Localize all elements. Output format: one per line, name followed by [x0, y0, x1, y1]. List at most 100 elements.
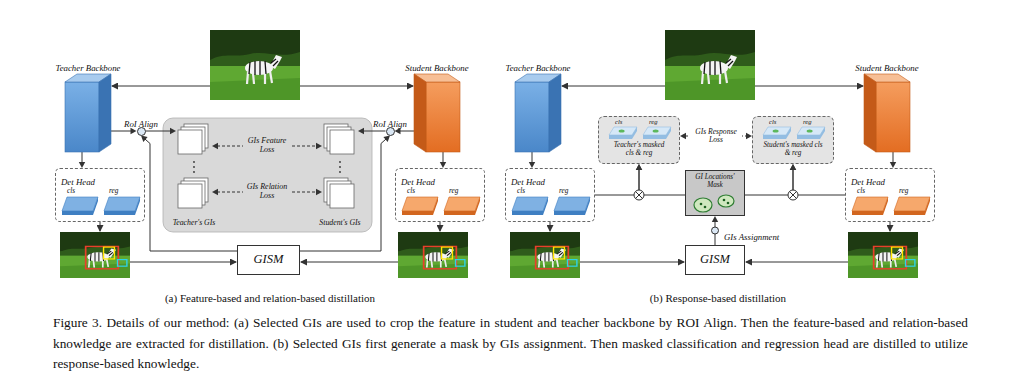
masked-head-label: Student's masked cls & reg	[753, 142, 833, 158]
dethead-node: Det Headclsreg	[395, 168, 485, 222]
arrow-head	[316, 143, 322, 149]
multiply-symbol	[634, 190, 644, 200]
mask-dot	[653, 129, 659, 132]
mask-dot	[807, 129, 813, 132]
slab-side	[475, 197, 480, 215]
connector	[146, 128, 177, 134]
image-arrows	[100, 86, 890, 262]
slab-node: reg	[894, 187, 930, 215]
text-anchor: Figure 3. Details of our method: (a) Sel…	[53, 313, 968, 375]
slab-label: cls	[62, 187, 98, 194]
slab-label: reg	[444, 187, 480, 194]
ellipsis-dot	[339, 161, 341, 163]
edge-label: GIs Feature Loss	[243, 136, 291, 156]
slab-label: reg	[797, 119, 825, 126]
slab-label: reg	[643, 119, 671, 126]
connector-line	[400, 131, 415, 132]
slab-label: cls	[609, 119, 637, 126]
slab-node: reg	[797, 119, 825, 139]
slab-front	[104, 211, 135, 215]
connector-line	[363, 131, 386, 132]
arrow-head	[212, 189, 218, 195]
slab-node: cls	[763, 119, 791, 139]
connector	[745, 164, 796, 195]
slab-label: cls	[852, 187, 888, 194]
head-slab	[554, 197, 590, 215]
masked-node: Teacher's masked cls & regclsreg	[598, 116, 680, 164]
connector-line	[145, 139, 237, 251]
slab-top	[894, 197, 930, 211]
masked-node: Student's masked cls & reg clsreg	[752, 116, 834, 164]
gi-dot	[723, 199, 726, 202]
multiply-cross	[636, 192, 643, 199]
slab-side	[543, 197, 548, 215]
slab-label: reg	[894, 187, 930, 194]
gi-feature-stack	[176, 124, 212, 208]
dethead-node: Det Headclsreg	[845, 168, 935, 222]
connector-line	[745, 169, 793, 195]
mask-dot	[619, 129, 625, 132]
slab-top	[402, 197, 438, 211]
arrow-head	[170, 128, 176, 134]
box-node: GISM	[685, 245, 745, 275]
slab-label: cls	[402, 187, 438, 194]
input-image	[210, 30, 300, 100]
connector-line	[300, 139, 386, 251]
block-front	[876, 82, 910, 152]
edge-label: GIs Response Loss	[690, 127, 742, 146]
head-slab	[512, 197, 548, 215]
multiply-symbol	[788, 190, 798, 200]
gi-blob	[718, 195, 734, 207]
ellipsis-dot	[193, 171, 195, 173]
connector	[790, 164, 845, 195]
slab-side	[433, 197, 438, 215]
head-slab	[797, 127, 825, 139]
edge-label: GIs Relation Loss	[243, 182, 291, 202]
multiply-cross	[790, 192, 797, 199]
slab-node: cls	[62, 187, 98, 215]
block-front	[515, 82, 549, 152]
text-anchor: (a) Feature-based and relation-based dis…	[120, 292, 420, 305]
figure-caption: Figure 3. Details of our method: (a) Sel…	[53, 313, 968, 375]
slab-label: reg	[554, 187, 590, 194]
head-slab	[402, 197, 438, 215]
slab-top	[512, 197, 548, 211]
mask-node: GI Locations' Mask	[685, 170, 745, 216]
ellipsis-dot	[339, 171, 341, 173]
head-slab	[894, 197, 930, 215]
detection-image	[60, 232, 130, 278]
slab-side	[93, 197, 98, 215]
slab-front	[554, 211, 585, 215]
arrow-head	[131, 128, 137, 134]
detection-image	[510, 232, 580, 278]
gi-dot	[704, 206, 707, 209]
multiply-circle	[634, 190, 644, 200]
arrow-head	[636, 164, 642, 170]
connector-line	[532, 152, 533, 163]
connector	[440, 152, 446, 168]
slab-front	[763, 135, 786, 139]
gism-label: GISM	[700, 253, 730, 267]
stack-node: Teacher's GIs	[176, 124, 212, 208]
dethead-node: Det Headclsreg	[505, 168, 595, 222]
mask-label: GI Locations' Mask	[686, 171, 744, 190]
slab-label: cls	[512, 187, 548, 194]
slab-node: cls	[609, 119, 637, 139]
ellipsis-dot	[193, 166, 195, 168]
slab-top	[852, 197, 888, 211]
connector-line	[793, 169, 845, 195]
slab-front	[609, 135, 632, 139]
slab-side	[925, 197, 930, 215]
connector	[712, 216, 718, 245]
block-side	[414, 74, 426, 152]
connector-line	[146, 131, 172, 132]
block-side	[864, 74, 876, 152]
dethead-node: Det Headclsreg	[55, 168, 145, 222]
slab-side	[883, 197, 888, 215]
slab-top	[554, 197, 590, 211]
arrow-head	[790, 164, 796, 170]
block-side	[549, 74, 561, 152]
slab-front	[62, 211, 93, 215]
connector-line	[111, 131, 132, 132]
connector-line	[595, 169, 639, 195]
